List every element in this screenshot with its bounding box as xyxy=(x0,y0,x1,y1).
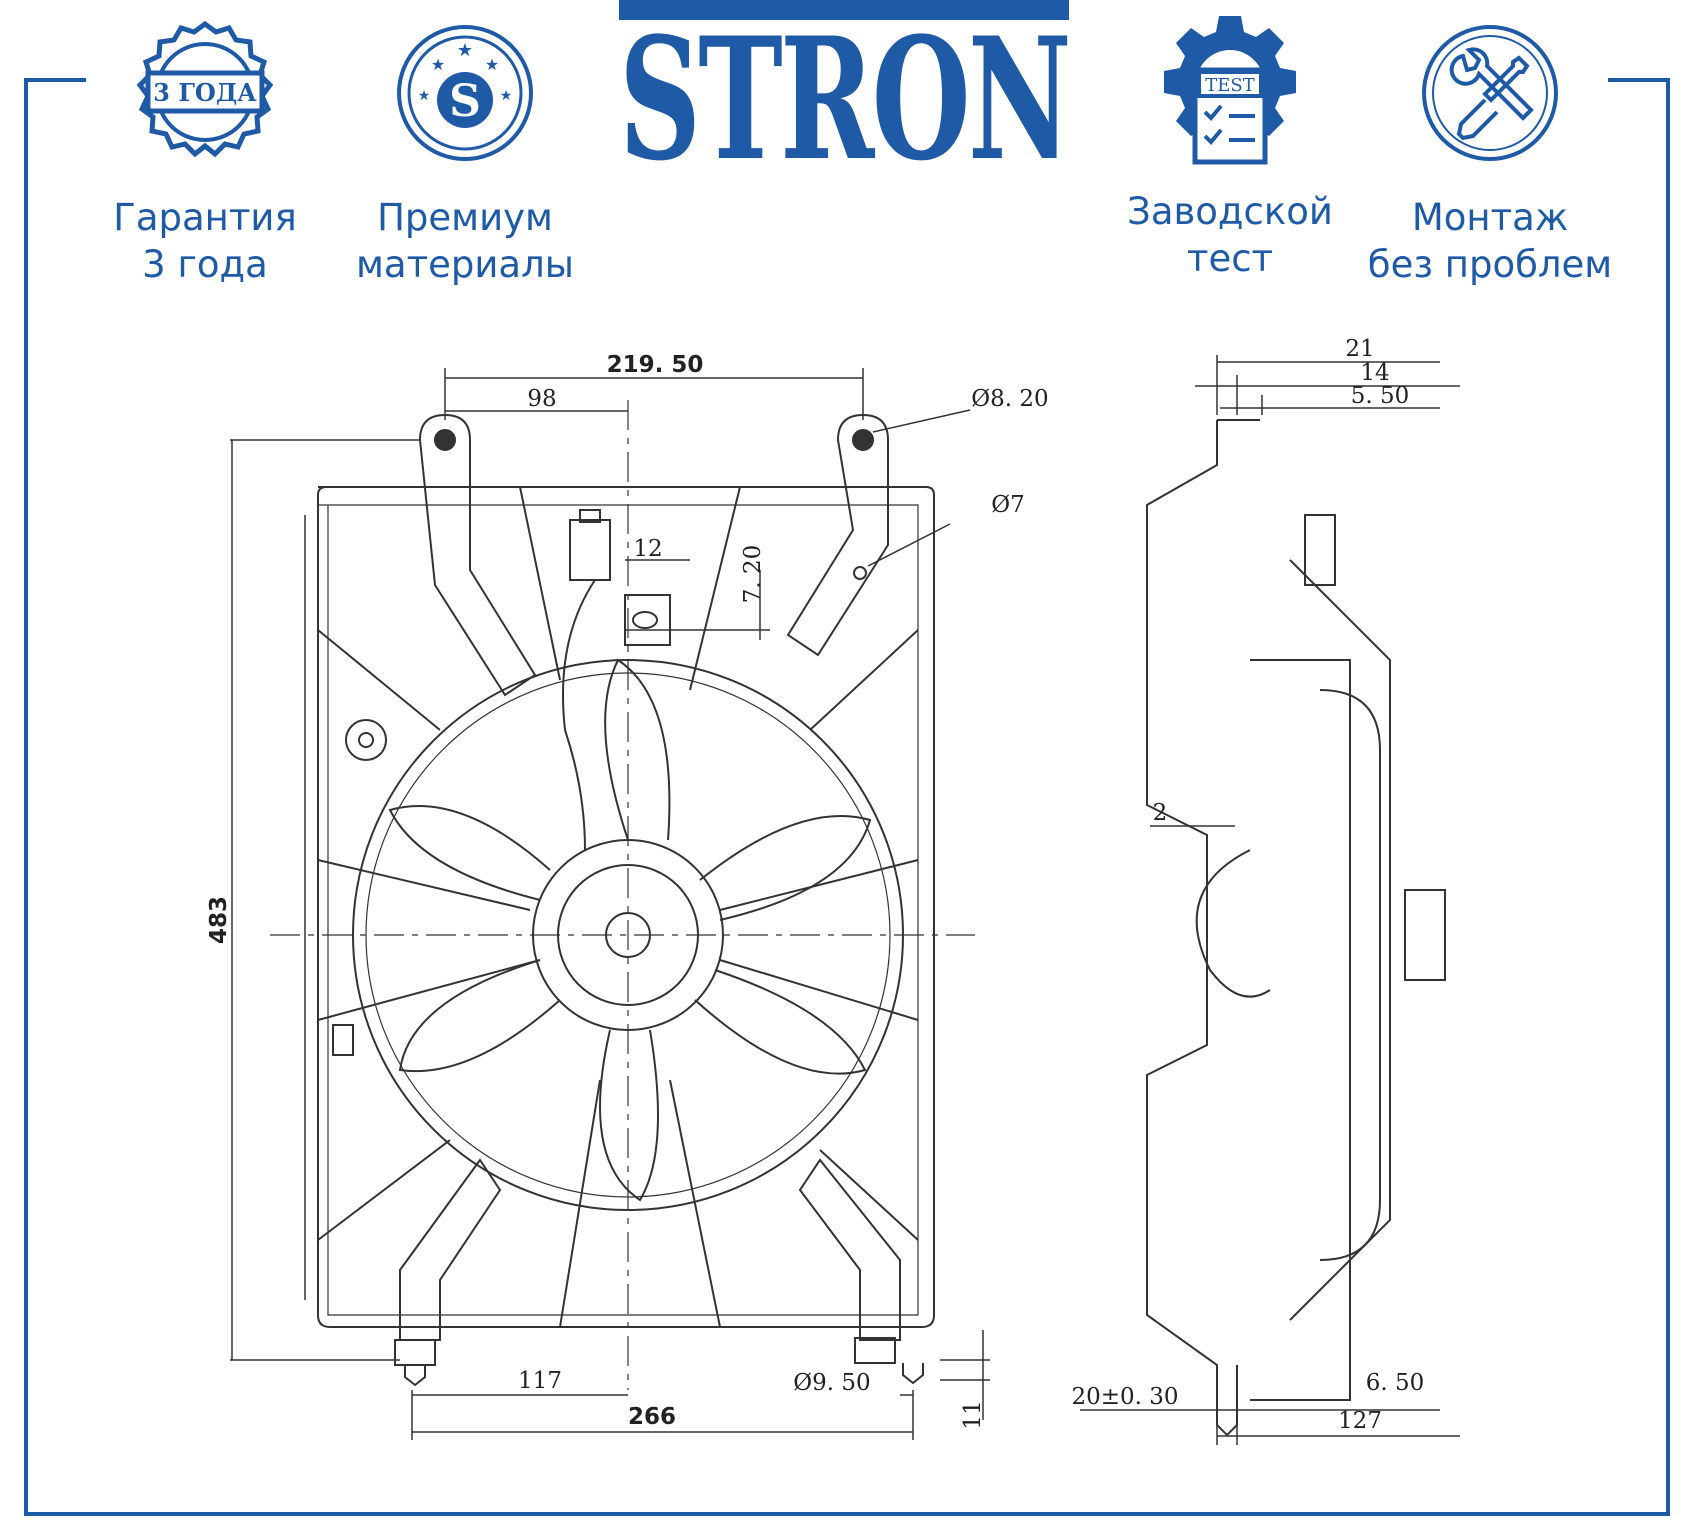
dim-hole-bottom: Ø9. 50 xyxy=(793,1370,870,1396)
svg-text:★: ★ xyxy=(418,88,431,104)
svg-text:★: ★ xyxy=(457,40,473,61)
badge-installation-line1: Монтаж xyxy=(1411,196,1569,239)
badge-premium-line1: Премиум xyxy=(377,196,553,239)
stron-logo: STRON xyxy=(619,0,1073,162)
dim-bottom-11: 11 xyxy=(960,1400,986,1429)
svg-text:TEST: TEST xyxy=(1205,75,1254,96)
svg-text:★: ★ xyxy=(500,88,513,104)
badge-factory-test: TEST Заводской тест xyxy=(1115,12,1345,282)
dim-height: 483 xyxy=(206,896,232,944)
dim-side-127: 127 xyxy=(1338,1408,1382,1434)
dim-connector-w: 12 xyxy=(633,536,662,562)
badge-installation-line2: без проблем xyxy=(1367,243,1613,286)
premium-s-icon: S ★ ★ ★ ★ ★ xyxy=(397,25,533,161)
warranty-seal-icon: 3 ГОДА xyxy=(136,20,274,158)
bottom-right-bracket xyxy=(798,1158,901,1341)
badge-warranty-line1: Гарантия xyxy=(113,196,297,239)
svg-text:★: ★ xyxy=(485,55,499,74)
badge-premium: S ★ ★ ★ ★ ★ Премиум материалы xyxy=(350,18,580,288)
badge-factory-test-line1: Заводской xyxy=(1127,190,1333,233)
wrench-screwdriver-icon xyxy=(1422,25,1558,161)
badge-warranty-line2: 3 года xyxy=(142,243,268,286)
dim-hole-side: Ø7 xyxy=(991,492,1025,518)
top-right-bracket xyxy=(786,413,889,657)
badge-warranty: 3 ГОДА Гарантия 3 года xyxy=(100,18,310,288)
dim-hole-top: Ø8. 20 xyxy=(971,386,1048,412)
badge-installation: Монтаж без проблем xyxy=(1365,18,1615,288)
dim-side-550: 5. 50 xyxy=(1351,383,1410,409)
dim-side-14: 14 xyxy=(1360,360,1389,386)
dim-side-20: 20±0. 30 xyxy=(1071,1384,1178,1410)
dim-side-2: 2 xyxy=(1153,800,1168,826)
badge-premium-line2: материалы xyxy=(356,243,574,286)
dim-bottom-117: 117 xyxy=(518,1368,562,1394)
dim-side-650: 6. 50 xyxy=(1366,1370,1425,1396)
svg-text:S: S xyxy=(449,76,481,127)
svg-text:3 ГОДА: 3 ГОДА xyxy=(153,78,257,107)
dim-width-top: 219. 50 xyxy=(607,352,704,378)
top-left-bracket xyxy=(418,413,537,697)
badge-factory-test-line2: тест xyxy=(1186,237,1274,280)
shroud-outline xyxy=(317,486,935,1328)
dim-bottom-266: 266 xyxy=(628,1404,676,1430)
side-shroud xyxy=(1146,420,1238,1437)
dim-side-21: 21 xyxy=(1345,336,1374,362)
bottom-left-bracket xyxy=(399,1158,502,1341)
svg-text:★: ★ xyxy=(431,55,445,74)
svg-text:STRON: STRON xyxy=(619,0,1069,162)
factory-test-gear-icon: TEST xyxy=(1164,16,1296,165)
dim-offset-98: 98 xyxy=(527,386,556,412)
dim-connector-h: 7. 20 xyxy=(740,545,766,604)
